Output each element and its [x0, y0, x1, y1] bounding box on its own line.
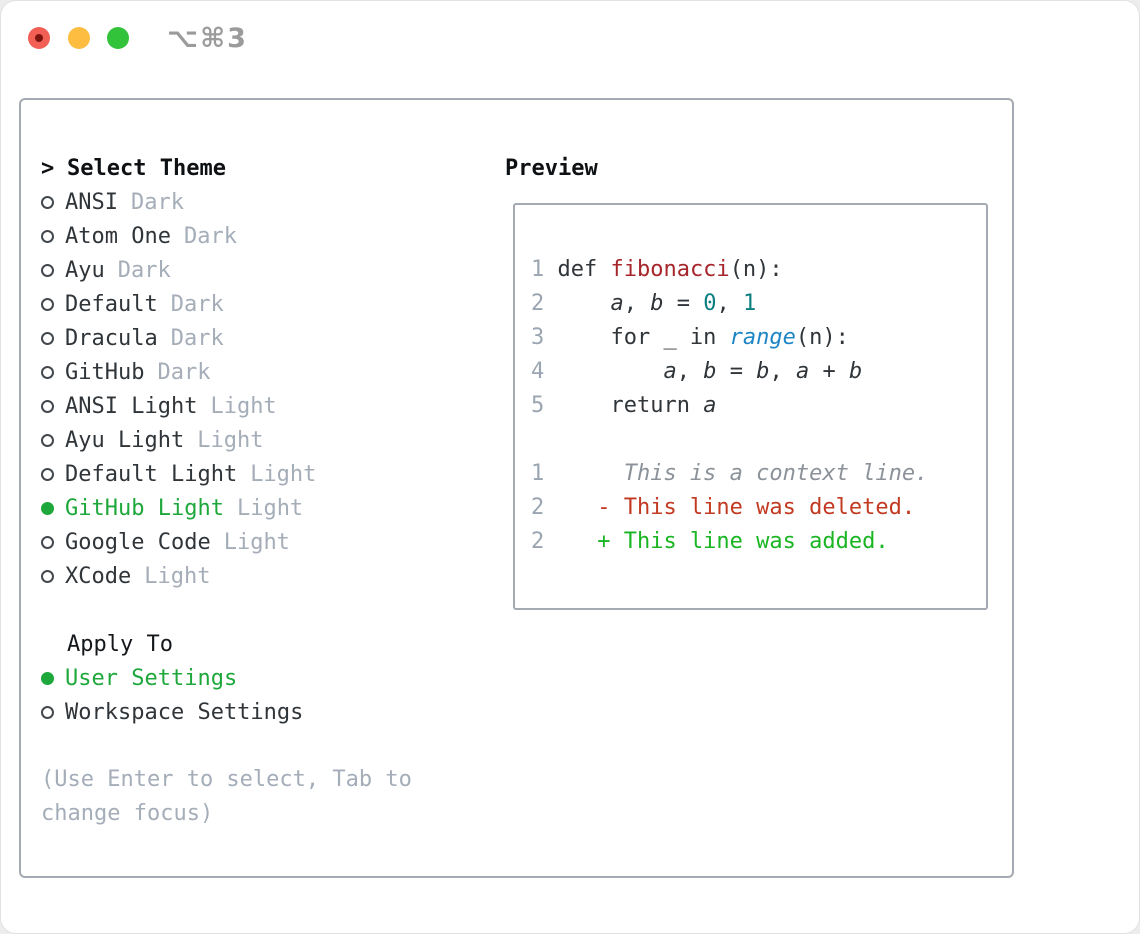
radio-icon	[41, 195, 54, 209]
zoom-button-icon[interactable]	[107, 27, 129, 49]
theme-name: XCode	[65, 563, 132, 589]
apply-option-user-settings[interactable]: User Settings	[41, 661, 471, 695]
radio-icon	[41, 569, 54, 583]
line-number: 2	[531, 495, 545, 520]
theme-variant-label: Dark	[130, 189, 184, 215]
theme-variant-label: Dark	[170, 291, 224, 317]
theme-option-ansi[interactable]: ANSI Dark	[41, 185, 471, 219]
theme-variant-label: Light	[250, 461, 317, 487]
theme-option-xcode[interactable]: XCode Light	[41, 559, 471, 593]
line-number: 1	[531, 461, 545, 486]
window-title: ⌥⌘3	[167, 23, 248, 54]
apply-option-workspace-settings[interactable]: Workspace Settings	[41, 695, 471, 729]
theme-name: ANSI Light	[65, 393, 198, 419]
radio-icon	[41, 399, 54, 413]
theme-variant-label: Light	[210, 393, 277, 419]
select-theme-header: > Select Theme	[41, 151, 471, 185]
theme-option-default[interactable]: Default Dark	[41, 287, 471, 321]
theme-option-dracula[interactable]: Dracula Dark	[41, 321, 471, 355]
diff-preview: 1 This is a context line.2 - This line w…	[531, 457, 986, 559]
theme-name: GitHub	[65, 359, 145, 385]
preview-line: 2 + This line was added.	[531, 525, 986, 559]
theme-option-atom-one[interactable]: Atom One Dark	[41, 219, 471, 253]
theme-option-ayu[interactable]: Ayu Dark	[41, 253, 471, 287]
radio-icon	[41, 263, 54, 277]
theme-name: Ayu	[65, 257, 105, 283]
line-number: 2	[531, 529, 545, 554]
minimize-button-icon[interactable]	[68, 27, 90, 49]
radio-icon	[41, 433, 54, 447]
preview-line: 2 - This line was deleted.	[531, 491, 986, 525]
line-number: 4	[531, 359, 545, 384]
title-bar: ⌥⌘3	[1, 1, 1139, 73]
radio-icon	[41, 331, 54, 345]
theme-option-default-light[interactable]: Default Light Light	[41, 457, 471, 491]
preview-line: 4 a, b = b, a + b	[531, 355, 986, 389]
line-number: 3	[531, 325, 545, 350]
theme-variant-label: Light	[236, 495, 304, 521]
theme-variant-label: Dark	[117, 257, 171, 283]
theme-name: Ayu Light	[65, 427, 185, 453]
theme-name: Atom One	[65, 223, 171, 249]
preview-line: 5 return a	[531, 389, 986, 423]
radio-selected-icon	[41, 501, 54, 515]
line-number: 2	[531, 291, 545, 316]
theme-variant-label: Light	[197, 427, 264, 453]
theme-variant-label: Light	[144, 563, 211, 589]
theme-option-github[interactable]: GitHub Dark	[41, 355, 471, 389]
theme-name: Google Code	[65, 529, 211, 555]
apply-to-header: Apply To	[67, 631, 173, 657]
radio-icon	[41, 535, 54, 549]
theme-option-github-light[interactable]: GitHub Light Light	[41, 491, 471, 525]
preview-header: Preview	[505, 155, 598, 181]
radio-icon	[41, 365, 54, 379]
help-text: (Use Enter to select, Tab to change focu…	[41, 767, 412, 826]
line-number: 5	[531, 393, 545, 418]
radio-icon	[41, 467, 54, 481]
theme-name: Default	[65, 291, 158, 317]
theme-option-ayu-light[interactable]: Ayu Light Light	[41, 423, 471, 457]
theme-variant-label: Dark	[157, 359, 211, 385]
theme-name: Default Light	[65, 461, 238, 487]
theme-name: GitHub Light	[65, 495, 224, 521]
theme-variant-label: Light	[223, 529, 290, 555]
radio-icon	[41, 705, 54, 719]
select-theme-label: Select Theme	[67, 155, 226, 181]
theme-option-ansi-light[interactable]: ANSI Light Light	[41, 389, 471, 423]
apply-option-label: User Settings	[65, 665, 238, 691]
theme-name: Dracula	[65, 325, 158, 351]
focus-caret-icon: >	[41, 155, 55, 181]
line-number: 1	[531, 257, 545, 282]
radio-icon	[41, 229, 54, 243]
theme-option-google-code[interactable]: Google Code Light	[41, 525, 471, 559]
close-button-icon[interactable]	[28, 27, 50, 49]
theme-variant-label: Dark	[170, 325, 224, 351]
radio-selected-icon	[41, 671, 54, 685]
preview-line: 3 for _ in range(n):	[531, 321, 986, 355]
theme-name: ANSI	[65, 189, 118, 215]
preview-line: 1 This is a context line.	[531, 457, 986, 491]
radio-icon	[41, 297, 54, 311]
preview-line: 2 a, b = 0, 1	[531, 287, 986, 321]
apply-option-label: Workspace Settings	[65, 699, 304, 725]
theme-variant-label: Dark	[183, 223, 237, 249]
